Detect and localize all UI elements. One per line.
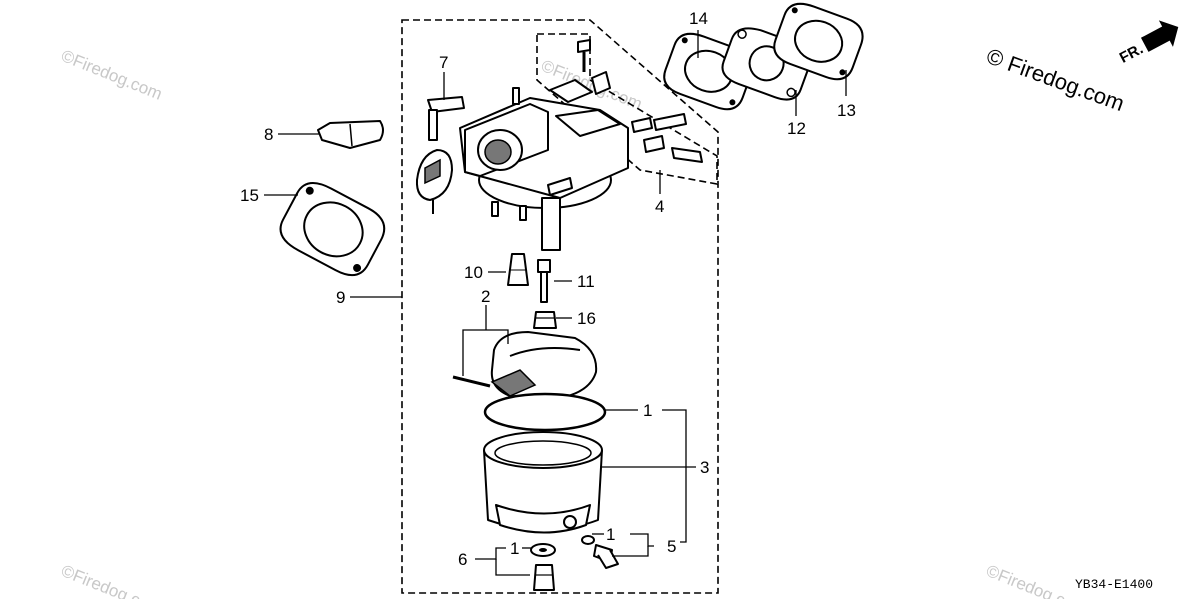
callout-10: 10 xyxy=(464,263,483,282)
screw-kit-4 xyxy=(577,39,703,163)
lever-8 xyxy=(317,120,384,149)
callout-6: 6 xyxy=(458,550,467,569)
watermark-main: © Firedog.com xyxy=(983,43,1127,116)
callout-13: 13 xyxy=(837,101,856,120)
filter-10 xyxy=(507,253,529,286)
callout-2: 2 xyxy=(481,287,490,306)
carburetor-body xyxy=(459,79,629,251)
leader-lines xyxy=(264,30,847,576)
float-chamber-3 xyxy=(483,392,607,534)
callout-3: 3 xyxy=(700,458,709,477)
callout-8: 8 xyxy=(264,125,273,144)
callout-1: 1 xyxy=(643,401,652,420)
watermark-faint: ©Firedog.com xyxy=(59,561,165,599)
callout-4: 4 xyxy=(655,197,664,216)
assembly-boundary xyxy=(401,19,719,594)
front-direction-arrow-icon: FR. xyxy=(1117,20,1179,67)
direction-label: FR. xyxy=(1117,40,1146,66)
callout-5: 5 xyxy=(667,537,676,556)
gasket-13 xyxy=(773,2,864,81)
callout-12: 12 xyxy=(787,119,806,138)
main-jet-16 xyxy=(533,311,557,329)
diagram-code: YB34-E1400 xyxy=(1075,577,1153,592)
callout-1: 1 xyxy=(606,525,615,544)
callout-7: 7 xyxy=(439,53,448,72)
callout-1: 1 xyxy=(510,539,519,558)
watermark-faint: ©Firedog.com xyxy=(59,46,165,104)
gasket-15 xyxy=(279,182,386,277)
bolt-6 xyxy=(530,543,556,591)
drain-screw-5 xyxy=(581,535,619,569)
callout-11: 11 xyxy=(577,272,595,291)
callout-14: 14 xyxy=(689,9,708,28)
choke-valve-7 xyxy=(415,96,465,214)
callout-15: 15 xyxy=(240,186,259,205)
callout-9: 9 xyxy=(336,288,345,307)
needle-11 xyxy=(537,259,551,303)
callout-16: 16 xyxy=(577,309,596,328)
float-2 xyxy=(452,331,598,399)
watermark-faint: ©Firedog.com xyxy=(984,561,1090,599)
